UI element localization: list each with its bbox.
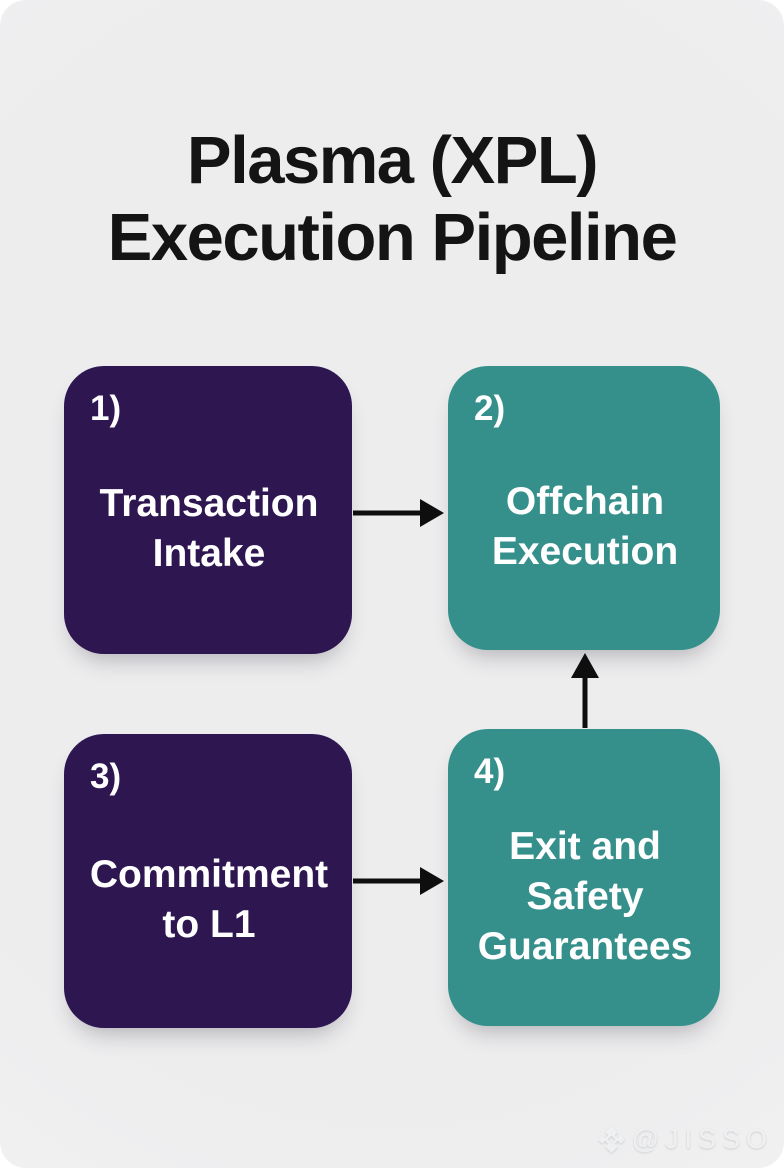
node-transaction-intake: 1) Transaction Intake — [64, 366, 352, 654]
node-number-label: 2) — [474, 389, 506, 428]
arrow-right-icon — [353, 493, 446, 533]
page-title-line1: Plasma (XPL) — [186, 123, 599, 198]
node-number-label: 3) — [90, 757, 122, 796]
watermark-text: @JISSO — [631, 1124, 773, 1154]
node-offchain-execution: 2) Offchain Execution — [448, 366, 720, 650]
page-title-line2: Execution Pipeline — [107, 200, 678, 275]
binance-diamond-icon — [596, 1124, 627, 1155]
node-commitment-to-l1: 3) Commitment to L1 — [64, 734, 352, 1028]
node-label: Commitment to L1 — [89, 853, 329, 947]
node-label: Exit and Safety Guarantees — [477, 824, 693, 968]
watermark: @JISSO — [596, 1124, 773, 1155]
node-number-label: 4) — [474, 752, 506, 791]
node-exit-safety-guarantees: 4) Exit and Safety Guarantees — [448, 729, 720, 1026]
arrow-right-icon — [353, 861, 446, 901]
node-label: Transaction Intake — [99, 482, 319, 576]
node-label: Offchain Execution — [491, 480, 679, 574]
node-number-label: 1) — [90, 389, 122, 428]
page-title: Plasma (XPL) Execution Pipeline — [0, 122, 784, 276]
arrow-up-icon — [565, 652, 605, 728]
